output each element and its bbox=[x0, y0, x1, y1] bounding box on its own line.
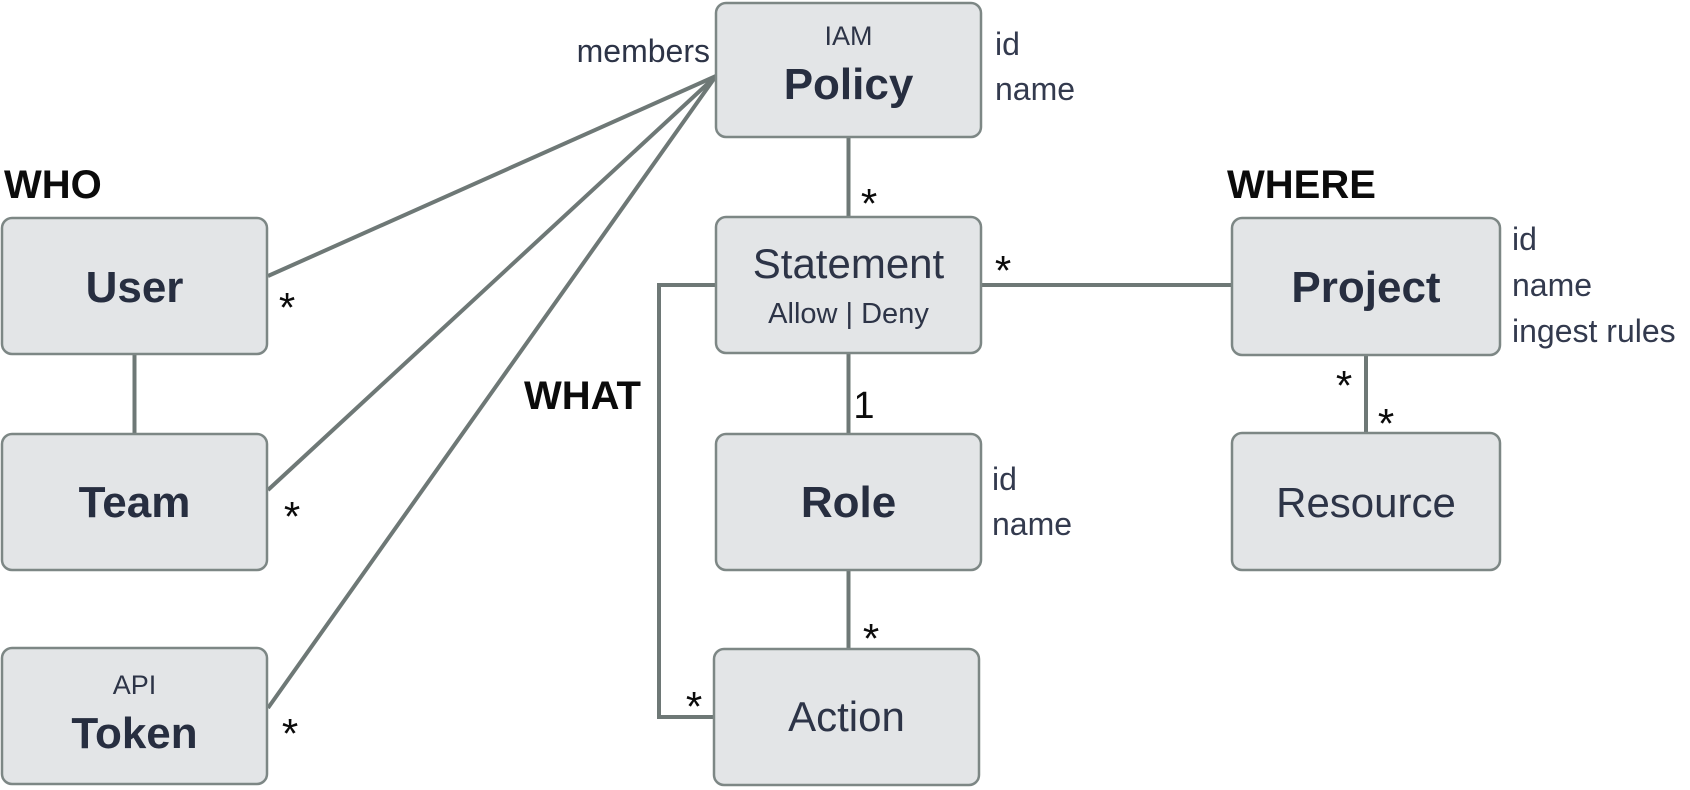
multiplicity-statement-project: * bbox=[995, 247, 1011, 294]
multiplicity-policy-token: * bbox=[282, 710, 298, 757]
attr-policy-name: name bbox=[995, 71, 1075, 107]
entity-statement-subtitle: Allow | Deny bbox=[768, 298, 929, 330]
entity-token-prefix: API bbox=[113, 670, 157, 700]
connector-policy-team bbox=[266, 74, 718, 492]
connector-policy-user bbox=[267, 74, 717, 278]
entity-statement-name: Statement bbox=[753, 240, 945, 287]
multiplicity-statement-role: 1 bbox=[853, 385, 874, 427]
entity-policy-name: Policy bbox=[784, 60, 914, 109]
entity-project-name: Project bbox=[1291, 263, 1441, 312]
entity-statement-box bbox=[714, 215, 983, 355]
multiplicity-statement-action: * bbox=[686, 683, 702, 730]
connectors bbox=[132, 74, 1368, 719]
entity-policy-box bbox=[714, 1, 983, 139]
entity-action-box bbox=[712, 647, 981, 787]
entity-user-box bbox=[0, 216, 269, 356]
multiplicity-policy-team: * bbox=[284, 493, 300, 540]
attr-project-name: name bbox=[1512, 267, 1592, 303]
multiplicity-project-resource-lower: * bbox=[1378, 400, 1394, 447]
entity-user: User bbox=[0, 216, 269, 356]
multiplicity-policy-user: * bbox=[279, 284, 295, 331]
attr-project-ingest-rules: ingest rules bbox=[1512, 313, 1676, 349]
entity-policy-prefix: IAM bbox=[824, 21, 872, 51]
section-label-what: WHAT bbox=[524, 374, 641, 418]
entity-team: Team bbox=[0, 432, 269, 572]
attr-policy-id: id bbox=[995, 26, 1020, 62]
entity-resource-box bbox=[1230, 431, 1502, 572]
section-label-where: WHERE bbox=[1227, 163, 1376, 207]
relationship-label-members: members bbox=[577, 33, 710, 69]
section-label-who: WHO bbox=[4, 163, 102, 207]
multiplicity-project-resource-upper: * bbox=[1336, 362, 1352, 409]
entity-project-box bbox=[1230, 216, 1502, 357]
entity-policy: IAM Policy bbox=[714, 1, 983, 139]
attr-role-id: id bbox=[992, 461, 1017, 497]
entity-user-name: User bbox=[86, 263, 184, 312]
entity-action: Action bbox=[712, 647, 981, 787]
entity-resource-name: Resource bbox=[1276, 479, 1456, 526]
entity-action-name: Action bbox=[788, 693, 905, 740]
entity-resource: Resource bbox=[1230, 431, 1502, 572]
connector-statement-action bbox=[657, 283, 716, 719]
attr-project-id: id bbox=[1512, 221, 1537, 257]
entity-token: API Token bbox=[0, 646, 269, 786]
multiplicity-role-action: * bbox=[863, 615, 879, 662]
entity-role: Role bbox=[714, 432, 983, 572]
entity-token-box bbox=[0, 646, 269, 786]
multiplicity-policy-statement: * bbox=[861, 180, 877, 227]
entity-team-box bbox=[0, 432, 269, 572]
connector-policy-token bbox=[266, 74, 718, 710]
entity-role-box bbox=[714, 432, 983, 572]
entity-team-name: Team bbox=[79, 478, 191, 527]
entity-project: Project bbox=[1230, 216, 1502, 357]
attr-role-name: name bbox=[992, 506, 1072, 542]
entity-role-name: Role bbox=[801, 478, 896, 527]
entity-statement: Statement Allow | Deny bbox=[714, 215, 983, 355]
entity-token-name: Token bbox=[71, 709, 197, 758]
